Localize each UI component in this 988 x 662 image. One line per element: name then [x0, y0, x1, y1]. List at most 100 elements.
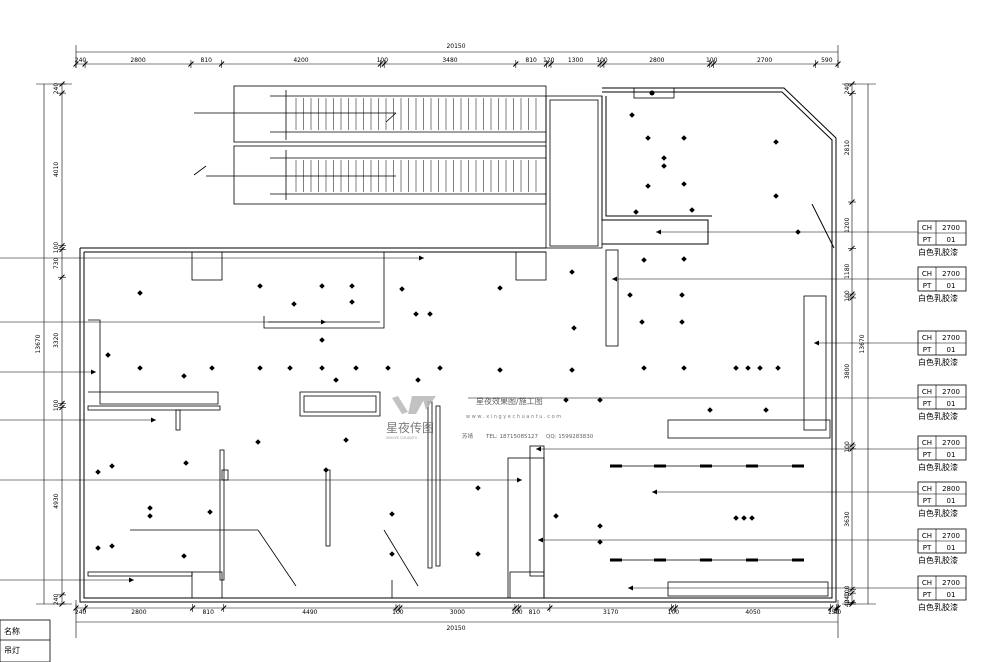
finish-material: 白色乳胶漆	[918, 602, 958, 612]
legend-header: 名称	[4, 626, 20, 636]
left-dimension-tick-mark	[59, 404, 65, 411]
pendant-light	[773, 193, 779, 199]
pendant-light	[207, 509, 213, 515]
bottom-dimension-tick-mark	[82, 605, 89, 611]
leader-arrowhead	[652, 489, 657, 495]
pendant-light	[553, 513, 559, 519]
pendant-light	[319, 283, 325, 289]
pendant-light	[681, 135, 687, 141]
bottom-dimension-segment: 4490	[302, 609, 317, 616]
bottom-total-dimension: 20150	[446, 625, 465, 632]
left-dimension-segment: 240	[53, 83, 60, 95]
finish-material: 白色乳胶漆	[918, 508, 958, 518]
bottom-dimension-segment: 100	[511, 609, 523, 616]
elevator-core	[545, 87, 675, 249]
top-dimension-segment: 100	[706, 57, 718, 64]
leader-lines	[0, 231, 918, 589]
leader-arrowhead	[538, 537, 543, 543]
bottom-dimension-segment: 2800	[131, 609, 146, 616]
ceiling-height-value: 2700	[942, 439, 960, 447]
top-dimension-chain	[75, 45, 839, 68]
bottom-dimension-chain	[75, 600, 839, 638]
ceiling-height-value: 2700	[942, 579, 960, 587]
pendant-light	[137, 365, 143, 371]
leader-arrowhead	[536, 446, 541, 452]
outer-walls	[79, 87, 837, 603]
right-dimension-segment: 100	[844, 441, 851, 453]
top-dimension-tick-mark	[548, 61, 554, 67]
ceiling-height-label: CH	[922, 388, 932, 396]
top-dimension-tick-mark	[710, 61, 717, 67]
linear-light	[792, 558, 804, 562]
pendant-light	[757, 365, 763, 371]
left-dimension-tick-mark	[59, 242, 65, 249]
top-total-dimension: 20150	[446, 43, 465, 50]
pendant-light	[319, 365, 325, 371]
bottom-dimension-tick-mark	[393, 605, 399, 611]
pendant-light	[105, 352, 111, 358]
leader-arrowhead	[91, 369, 96, 375]
paint-code-value: 01	[947, 282, 956, 290]
pendant-light	[343, 437, 349, 443]
pendant-light	[497, 367, 503, 373]
paint-code-value: 01	[947, 591, 956, 599]
top-dimension-segment: 120	[543, 57, 555, 64]
pendant-light	[775, 365, 781, 371]
pendant-light	[399, 286, 405, 292]
pendant-light	[679, 319, 685, 325]
core-marker	[649, 90, 655, 96]
escalator-area	[193, 85, 547, 205]
paint-code-value: 01	[947, 544, 956, 552]
pendant-light	[497, 285, 503, 291]
pendant-light	[349, 299, 355, 305]
linear-light	[654, 464, 666, 468]
pendant-light	[427, 311, 433, 317]
interior-partitions	[87, 249, 831, 599]
paint-code-label: PT	[923, 451, 932, 459]
top-dimension-tick-mark	[377, 61, 384, 67]
paint-code-label: PT	[923, 544, 932, 552]
escalator-steps	[295, 98, 537, 192]
right-dimension-tick-mark	[849, 245, 855, 252]
pendant-light	[689, 207, 695, 213]
pendant-light	[257, 283, 263, 289]
pendant-light	[349, 283, 355, 289]
pendant-light	[641, 257, 647, 263]
right-dimension-tick-mark	[849, 291, 855, 297]
right-dimension-tick-mark	[849, 90, 855, 97]
left-dimension-segment: 4010	[53, 162, 60, 177]
pendant-light	[563, 397, 569, 403]
pendant-light	[629, 112, 635, 118]
bottom-dimension-tick-mark	[73, 605, 79, 611]
bottom-dimension-tick-mark	[546, 605, 553, 611]
top-dimension-tick-mark	[706, 61, 713, 67]
pendant-light	[733, 515, 739, 521]
left-dimension-segment: 4930	[53, 493, 60, 508]
finish-material: 白色乳胶漆	[918, 462, 958, 472]
bottom-dimension-segment: 3170	[603, 609, 618, 616]
leader-arrowhead	[129, 577, 134, 583]
pendant-light	[475, 485, 481, 491]
left-total-dimension: 13670	[35, 334, 42, 353]
watermark-title: 星夜效果图/施工图	[476, 396, 543, 406]
pendant-light	[661, 155, 667, 161]
top-dimension-tick-mark	[512, 61, 519, 67]
pendant-light	[413, 311, 419, 317]
pendant-light	[645, 135, 651, 141]
pendant-light	[745, 365, 751, 371]
pendant-light	[679, 292, 685, 298]
top-dimension-tick-mark	[835, 61, 841, 67]
linear-light	[654, 558, 666, 562]
pendant-light	[795, 229, 801, 235]
pendant-light	[749, 515, 755, 521]
pendant-light	[681, 181, 687, 187]
pendant-light	[681, 256, 687, 262]
pendant-light	[641, 365, 647, 371]
paint-code-label: PT	[923, 497, 932, 505]
top-dimension-segment: 2800	[649, 57, 664, 64]
bottom-dimension-tick-mark	[835, 605, 841, 611]
right-dimension-segment: 240	[844, 83, 851, 95]
